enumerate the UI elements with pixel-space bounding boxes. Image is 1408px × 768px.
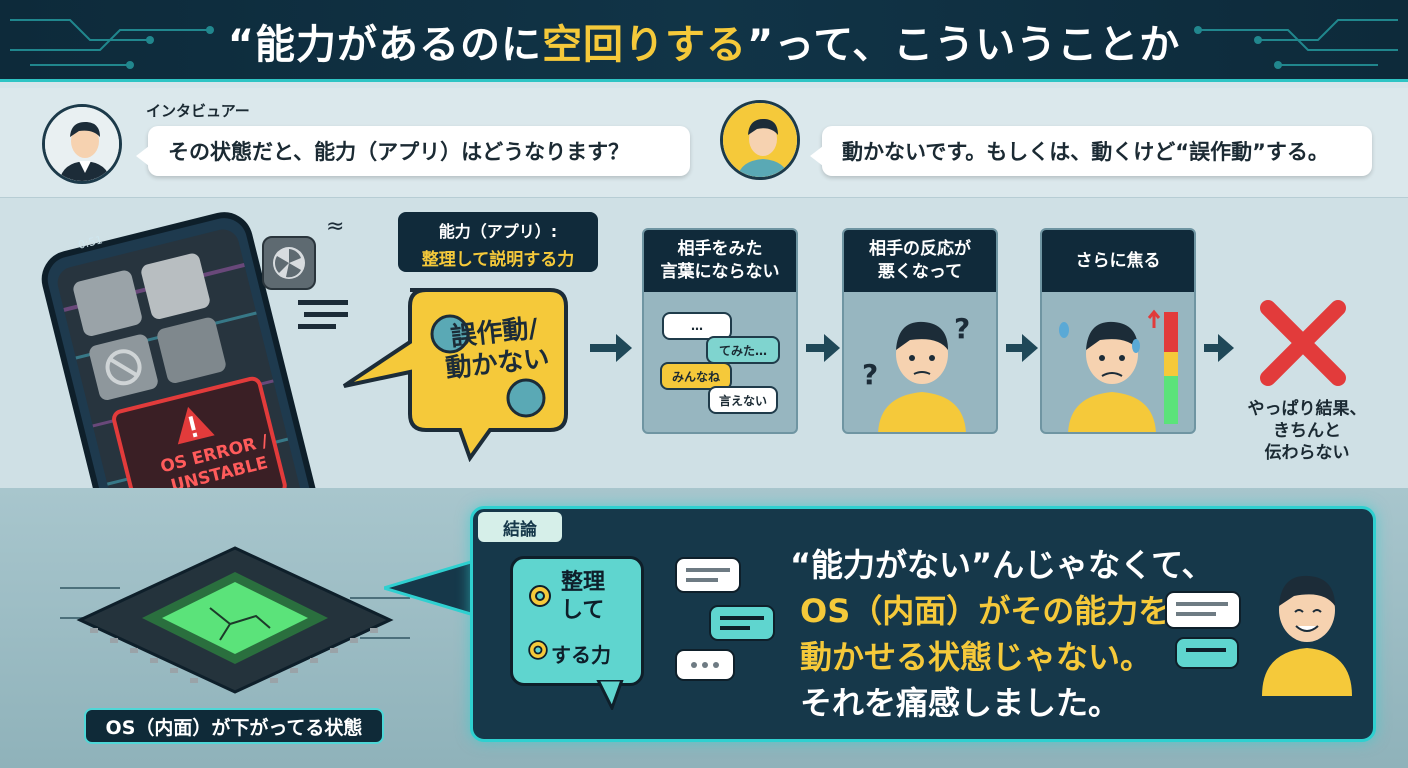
cracked-chip-illustration (60, 546, 410, 694)
skill-text: 整理 して (561, 569, 605, 624)
lines-icon (298, 300, 348, 329)
title-highlight: 空回りする (542, 22, 747, 68)
title-post: ”って、こういうことか (747, 22, 1181, 68)
step-2-head-line1: 相手の反応が (869, 239, 971, 260)
arrow-right-icon (824, 334, 840, 362)
result-line1: やっぱり結果、 (1247, 399, 1367, 419)
step-2-heading: 相手の反応が悪くなって (844, 230, 996, 292)
step-panel-3: さらに焦る (1040, 228, 1196, 434)
result-line2: きちんと (1273, 421, 1341, 442)
interviewee-avatar (720, 100, 800, 180)
buzz-icon: ≈ (326, 214, 345, 239)
interviewee-person-icon (723, 103, 797, 177)
step-panel-2: 相手の反応が悪くなって (842, 228, 998, 434)
conclusion-line1: “能力がない”んじゃなくて、 (790, 546, 1214, 584)
conclusion-line4: それを痛感しました。 (800, 684, 1121, 722)
arrow-right-icon (1022, 334, 1038, 362)
step-1-bubble-3: みんなね (660, 362, 732, 390)
os-status-caption: OS（内面）が下がってる状態 (84, 708, 384, 744)
step-3-heading: さらに焦る (1042, 230, 1194, 292)
step-1-heading: 相手をみた言葉にならない (644, 230, 796, 292)
confused-person-icon (878, 321, 966, 432)
fan-icon (273, 247, 305, 279)
interviewer-avatar (42, 104, 122, 184)
circuit-decoration-right (1194, 19, 1398, 69)
ability-label-line1: 能力（アプリ）: (438, 222, 558, 241)
ability-label-line2: 整理して説明する力 (421, 250, 575, 270)
arrow-shaft-2 (806, 344, 826, 352)
step-3-head-line1: さらに焦る (1075, 250, 1161, 271)
step-1-head-line2: 言葉にならない (660, 262, 780, 282)
skill-bubble: 整理 して する力 (510, 556, 644, 686)
skill-line1: 整理 (561, 570, 606, 595)
chat-bubbles-icon (675, 557, 775, 681)
conclusion-line2: OS（内面）がその能力を (800, 592, 1171, 630)
question-bubble: その状態だと、能力（アプリ）はどうなります？ (136, 126, 690, 176)
speaker-chat-icon (1165, 591, 1241, 669)
header-banner: “能力があるのに空回りする”って、こういうことか (0, 0, 1408, 82)
gear-icon (528, 640, 548, 660)
circuit-decoration-left (10, 19, 214, 69)
gear-icon (529, 585, 551, 607)
text-lines-icon (298, 298, 354, 334)
arrow-shaft-4 (1204, 344, 1220, 352)
smiling-person-icon (1262, 575, 1352, 696)
step-1-head-line1: 相手をみた (677, 239, 763, 260)
step-1-bubble-2: てみた… (706, 336, 780, 364)
page-title: “能力があるのに空回りする”って、こういうことか (0, 0, 1408, 82)
answer-text: 動かないです。もしくは、動くけど“誤作動”する。 (842, 140, 1329, 164)
conclusion-pointer (384, 556, 484, 620)
ability-label: 能力（アプリ）: 整理して説明する力 (398, 212, 598, 272)
question-mark-left: ? (862, 358, 879, 391)
anxious-person-icon (1059, 309, 1178, 432)
answer-bubble: 動かないです。もしくは、動くけど“誤作動”する。 (810, 126, 1372, 176)
step-2-head-line2: 悪くなって (877, 262, 963, 282)
skill-bubble-tail (596, 680, 624, 710)
result-line3: 伝わらない (1264, 443, 1350, 464)
fan-app-icon (262, 236, 316, 290)
malfunction-speech-bubble (342, 288, 568, 462)
skill-line3: する力 (551, 643, 611, 667)
title-pre: “能力があるのに (227, 22, 542, 68)
arrow-shaft-1 (590, 344, 616, 352)
conclusion-line3: 動かせる状態じゃない。 (800, 638, 1153, 676)
arrow-right-icon (1218, 334, 1234, 362)
cross-mark-icon (1260, 300, 1346, 386)
question-text: その状態だと、能力（アプリ）はどうなります？ (168, 140, 630, 164)
question-mark-right: ? (954, 312, 971, 345)
arrow-right-icon (616, 334, 632, 362)
step-1-bubble-4: 言えない (708, 386, 778, 414)
interviewer-label: インタビュアー (146, 102, 250, 120)
arrow-shaft-3 (1006, 344, 1024, 352)
interviewer-person-icon (45, 107, 119, 181)
skill-line2: して (561, 597, 605, 623)
glitching-phone-illustration (41, 212, 321, 578)
result-text: やっぱり結果、 きちんと 伝わらない (1232, 398, 1382, 464)
conclusion-tag: 結論 (478, 512, 562, 542)
step-1-bubble-1: … (662, 312, 732, 340)
